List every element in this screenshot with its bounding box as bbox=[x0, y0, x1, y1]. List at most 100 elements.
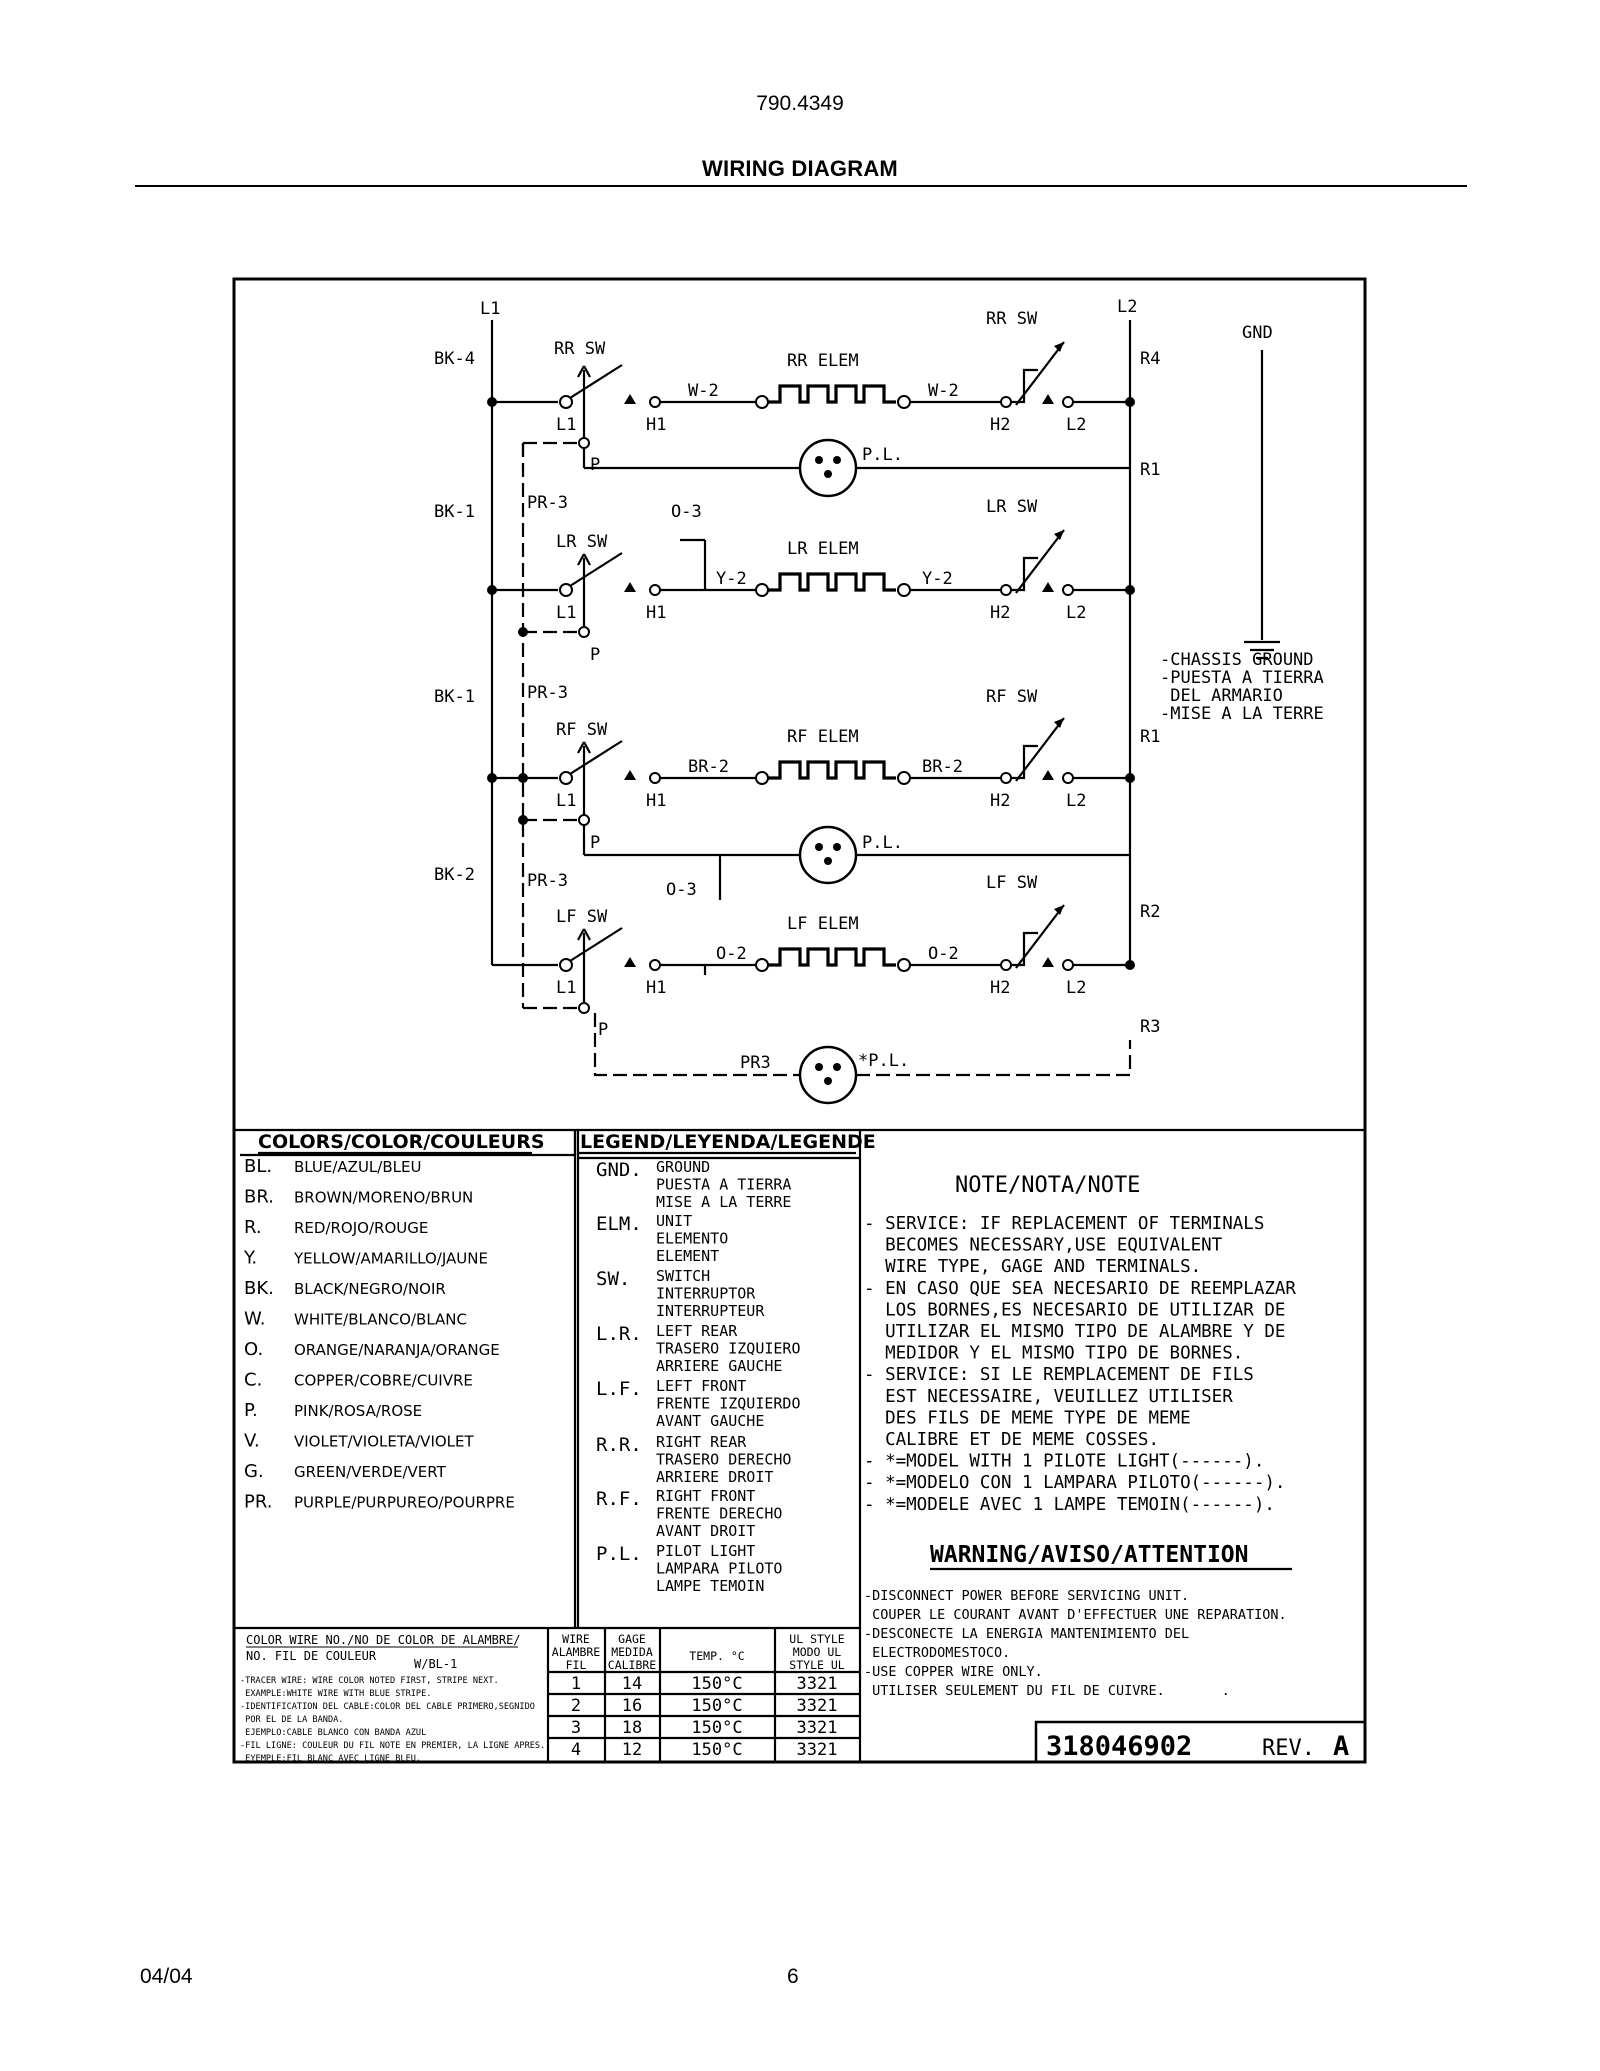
color-code: R. bbox=[244, 1217, 262, 1238]
o3-label-2: O-3 bbox=[666, 880, 697, 900]
wire-cell: 14 bbox=[622, 1674, 642, 1694]
chassis-ground-line-1: -CHASSIS GROUND bbox=[1160, 650, 1314, 670]
color-code: BK. bbox=[244, 1278, 274, 1299]
legend-code: GND. bbox=[596, 1159, 642, 1181]
note-title: NOTE/NOTA/NOTE bbox=[955, 1173, 1140, 1198]
junction-dot bbox=[487, 397, 497, 407]
row3-bk-label: BK-1 bbox=[434, 687, 475, 707]
row2-element-label: LR ELEM bbox=[787, 539, 859, 559]
color-code: C. bbox=[244, 1370, 262, 1391]
row1-rsw-label: RR SW bbox=[986, 309, 1038, 329]
note-line: - SERVICE: IF REPLACEMENT OF TERMINALS bbox=[864, 1214, 1264, 1234]
lr-infinite-switch bbox=[1010, 556, 1038, 592]
color-code: G. bbox=[244, 1461, 264, 1482]
wire-cell: 3321 bbox=[797, 1740, 838, 1760]
pr3-label-1: PR-3 bbox=[527, 493, 568, 513]
row3-r-label: R1 bbox=[1140, 727, 1160, 747]
row2-h2-term: H2 bbox=[990, 603, 1010, 623]
rf-element bbox=[768, 760, 896, 780]
rr-infinite-switch bbox=[1010, 368, 1038, 404]
row2-wire-right: Y-2 bbox=[922, 569, 953, 589]
row3-l1-term: L1 bbox=[556, 791, 576, 811]
row1-l2-term: L2 bbox=[1066, 415, 1086, 435]
legend-line: AVANT DROIT bbox=[656, 1522, 755, 1540]
color-code: V. bbox=[244, 1431, 260, 1452]
legend-line: RIGHT FRONT bbox=[656, 1487, 755, 1505]
legend-line: LAMPE TEMOIN bbox=[656, 1577, 764, 1595]
wire-cell: 3321 bbox=[797, 1674, 838, 1694]
color-code: W. bbox=[244, 1309, 265, 1330]
legend-line: LEFT FRONT bbox=[656, 1377, 746, 1395]
circuit-lf bbox=[492, 904, 1135, 1014]
wire-cell: 3321 bbox=[797, 1718, 838, 1738]
row2-l2-term: L2 bbox=[1066, 603, 1086, 623]
warning-line: -DISCONNECT POWER BEFORE SERVICING UNIT. bbox=[864, 1588, 1189, 1604]
color-code: O. bbox=[244, 1339, 263, 1360]
wire-column-header: WIRE bbox=[562, 1632, 590, 1646]
row1-r-label: R4 bbox=[1140, 349, 1160, 369]
wire-cell: 18 bbox=[622, 1718, 642, 1738]
pilot-light-2-label: P.L. bbox=[862, 833, 903, 853]
pilot-lamp-icon bbox=[798, 438, 858, 498]
colors-rows: BL.BLUE/AZUL/BLEUBR.BROWN/MORENO/BRUNR.R… bbox=[243, 1156, 515, 1513]
color-name: COPPER/COBRE/CUIVRE bbox=[294, 1372, 473, 1390]
legend-title: LEGEND/LEYENDA/LEGENDE bbox=[580, 1131, 876, 1153]
row4-wire-right: O-2 bbox=[928, 944, 959, 964]
pr3-bottom-label: PR3 bbox=[740, 1053, 771, 1073]
row4-h2-term: H2 bbox=[990, 978, 1010, 998]
color-name: ORANGE/NARANJA/ORANGE bbox=[294, 1341, 500, 1359]
row4-switch-label: LF SW bbox=[556, 907, 608, 927]
legend-code: L.F. bbox=[596, 1378, 642, 1400]
row3-switch-label: RF SW bbox=[556, 720, 608, 740]
color-name: WHITE/BLANCO/BLANC bbox=[294, 1311, 467, 1329]
warning-lines: -DISCONNECT POWER BEFORE SERVICING UNIT.… bbox=[864, 1588, 1287, 1699]
wire-table bbox=[234, 1626, 862, 1762]
legend-line: ELEMENT bbox=[656, 1247, 719, 1265]
note-line: WIRE TYPE, GAGE AND TERMINALS. bbox=[864, 1257, 1201, 1277]
row3-rsw-label: RF SW bbox=[986, 687, 1038, 707]
gnd-label: GND bbox=[1242, 323, 1273, 343]
wire-column-header: CALIBRE bbox=[608, 1658, 657, 1672]
legend-line: LEFT REAR bbox=[656, 1322, 738, 1340]
lf-infinite-switch bbox=[1010, 931, 1038, 967]
legend-line: AVANT GAUCHE bbox=[656, 1412, 764, 1430]
row4-l2-term: L2 bbox=[1066, 978, 1086, 998]
color-name: GREEN/VERDE/VERT bbox=[294, 1463, 447, 1481]
note-line: - SERVICE: SI LE REMPLACEMENT DE FILS bbox=[864, 1365, 1254, 1385]
chassis-ground-line-2: -PUESTA A TIERRA bbox=[1160, 668, 1324, 688]
rr-switch-blade bbox=[569, 364, 623, 399]
pr3-label-2: PR-3 bbox=[527, 683, 568, 703]
wire-header-1: COLOR WIRE NO./NO DE COLOR DE ALAMBRE/ bbox=[246, 1633, 521, 1647]
circuit-rf bbox=[487, 717, 1135, 826]
note-line: DES FILS DE MEME TYPE DE MEME bbox=[864, 1408, 1191, 1428]
color-code: PR. bbox=[244, 1492, 272, 1513]
wire-note: EXAMPLE:WHITE WIRE WITH BLUE STRIPE. bbox=[240, 1689, 431, 1699]
row3-element-label: RF ELEM bbox=[787, 727, 859, 747]
color-name: RED/ROJO/ROUGE bbox=[294, 1219, 428, 1237]
legend-line: ARRIERE GAUCHE bbox=[656, 1357, 782, 1375]
footer-date: 04/04 bbox=[140, 1965, 193, 1988]
wire-column-header: UL STYLE bbox=[789, 1632, 844, 1646]
color-name: BROWN/MORENO/BRUN bbox=[294, 1189, 473, 1207]
color-name: BLUE/AZUL/BLEU bbox=[294, 1158, 421, 1176]
row3-wire-left: BR-2 bbox=[688, 757, 729, 777]
row4-wire-left: O-2 bbox=[716, 944, 747, 964]
wire-cell: 16 bbox=[622, 1696, 642, 1716]
revision-value: A bbox=[1333, 1731, 1349, 1762]
document-number: 790.4349 bbox=[756, 92, 844, 115]
legend-line: SWITCH bbox=[656, 1267, 710, 1285]
part-number: 318046902 bbox=[1046, 1731, 1192, 1762]
r3-label: R3 bbox=[1140, 1017, 1160, 1037]
color-name: YELLOW/AMARILLO/JAUNE bbox=[293, 1250, 488, 1268]
circuit-rr bbox=[487, 341, 1135, 449]
color-name: PINK/ROSA/ROSE bbox=[294, 1402, 422, 1420]
wire-column-header: MEDIDA bbox=[611, 1645, 653, 1659]
wire-cell: 2 bbox=[571, 1696, 581, 1716]
note-line: - *=MODELE AVEC 1 LAMPE TEMOIN(------). bbox=[864, 1495, 1275, 1515]
lf-switch-blade bbox=[569, 927, 623, 962]
wire-note: -TRACER WIRE: WIRE COLOR NOTED FIRST, ST… bbox=[240, 1676, 499, 1686]
page-title: WIRING DIAGRAM bbox=[702, 156, 898, 181]
row4-h1-term: H1 bbox=[646, 978, 666, 998]
